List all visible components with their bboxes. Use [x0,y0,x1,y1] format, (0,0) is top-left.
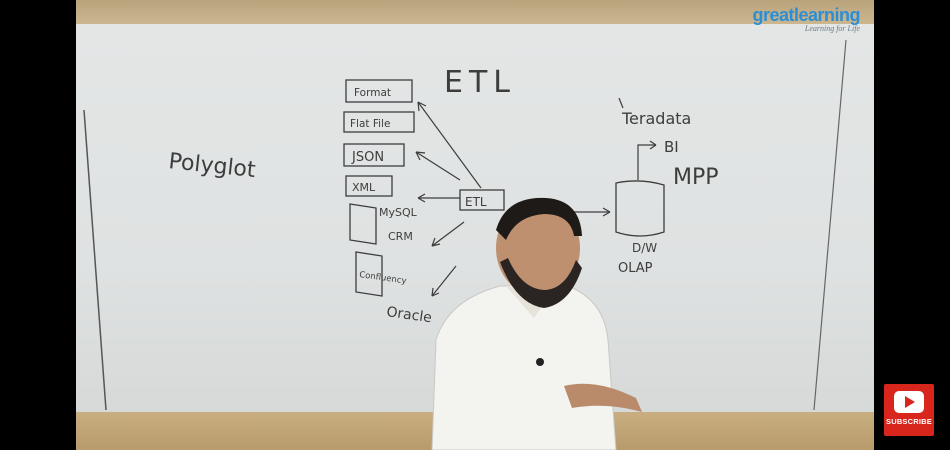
json-box [343,143,405,167]
presenter [431,197,642,450]
video-frame: ETL Polyglot Format Flat File JSON XML M… [76,0,874,450]
format-box [345,79,413,103]
arrow-to-json [415,151,461,181]
polyglot-word: Polyglot [167,149,257,183]
source-xml: XML [352,181,376,194]
target-teradata: Teradata [621,109,691,128]
subscribe-label: SUBSCRIBE [886,417,932,426]
source-mysql: MySQL [379,206,418,219]
arrow-to-bi [637,144,656,180]
arrow-to-oracle [431,265,457,297]
brand-tagline: Learning for Life [804,24,860,33]
target-olap: OLAP [618,261,653,276]
source-format: Format [354,87,391,99]
source-flat-file: Flat File [350,118,390,130]
board-edge-left [83,109,107,411]
xml-box [345,175,393,197]
etl-hub-label: ETL [465,195,487,209]
source-confluency: Confluency [359,270,408,287]
flat-file-box [343,111,415,133]
source-crm: CRM [388,230,413,243]
arrow-to-format [417,101,482,189]
arrow-to-crm [431,221,465,247]
source-oracle: Oracle [385,304,432,326]
target-bi: BI [664,138,679,156]
whiteboard-drawing: ETL Polyglot Format Flat File JSON XML M… [83,39,847,450]
dw-cylinder [615,180,665,237]
brand-name: greatlearning [752,5,860,25]
target-mpp: MPP [673,165,719,190]
subscribe-button[interactable]: SUBSCRIBE [884,384,934,436]
confluency-cylinder [355,251,383,297]
etl-hub-box [459,189,505,211]
mysql-cylinder [349,203,377,245]
play-icon [894,391,924,413]
board-edge-right [813,39,847,411]
wall-top [76,0,874,26]
diagram-title: ETL [444,65,516,100]
brand-logo: greatlearning Learning for Life [752,6,860,33]
target-dw: D/W [632,241,657,255]
source-json: JSON [351,150,384,165]
